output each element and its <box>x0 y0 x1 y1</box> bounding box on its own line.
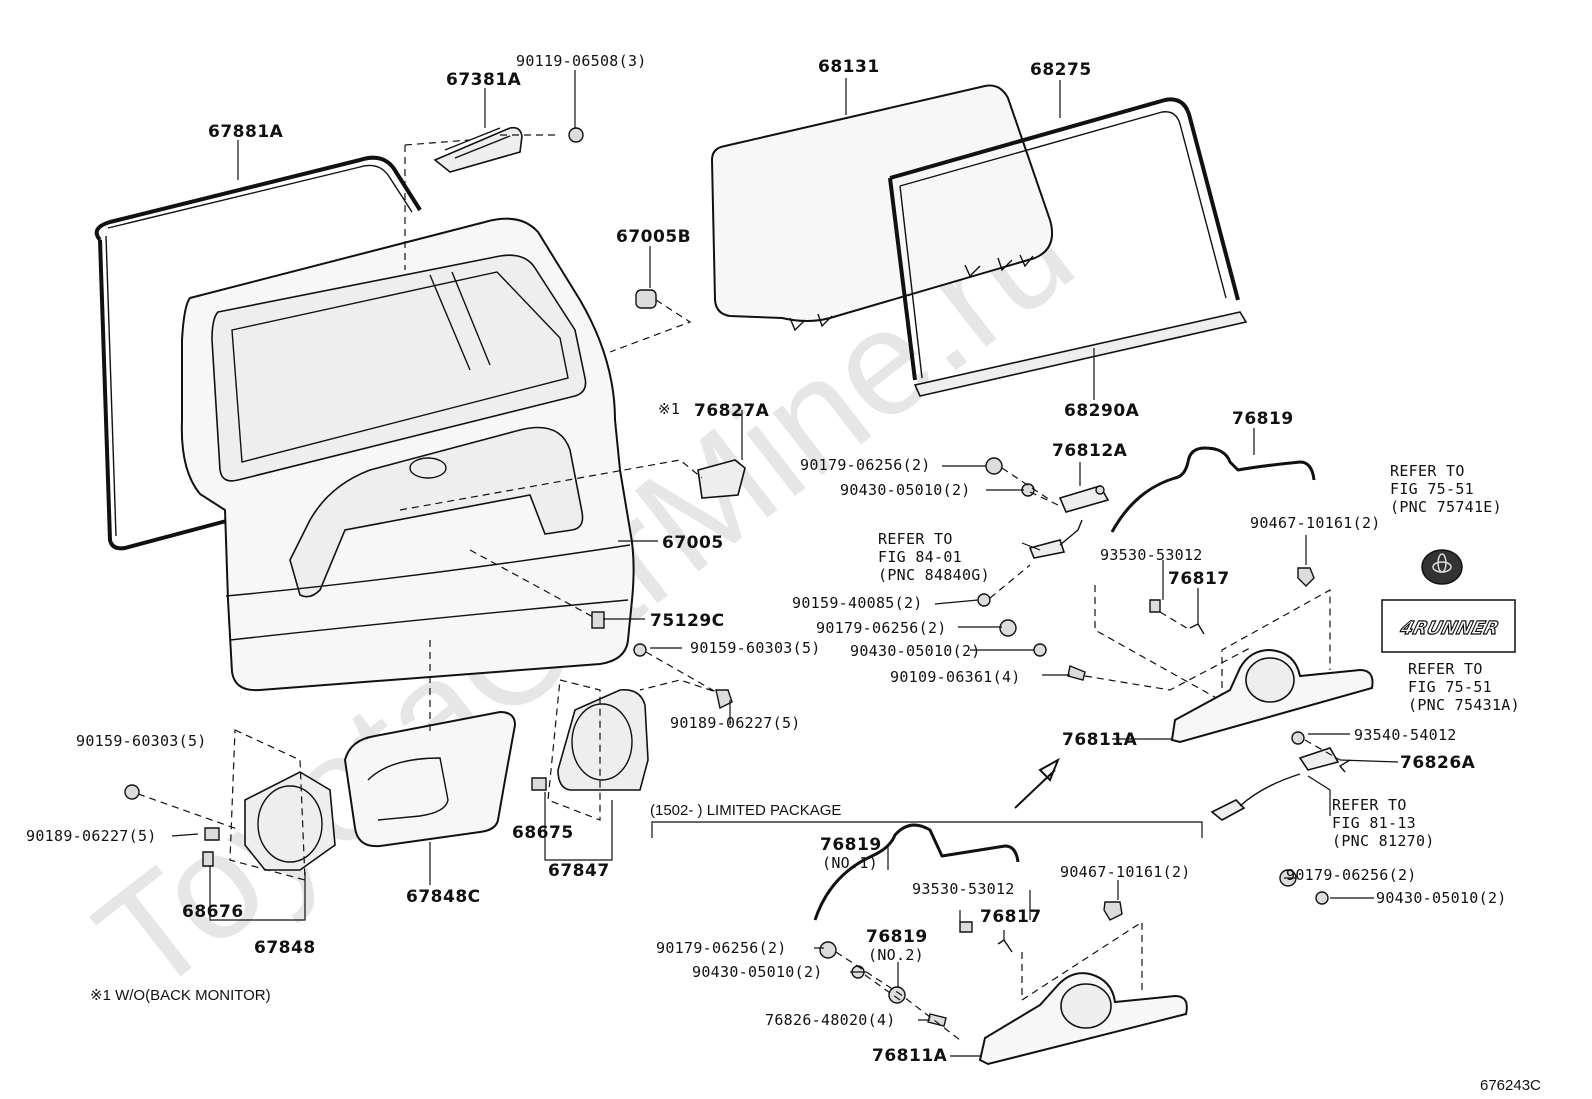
label-90189-a: 90189-06227(5) <box>670 714 801 732</box>
label-90159-60303-a: 90159-60303(5) <box>690 639 821 657</box>
toyota-emblem <box>1421 549 1463 585</box>
label-68676: 68676 <box>182 902 244 922</box>
molding-68275 <box>888 97 1240 381</box>
refer-7551a-2: FIG 75-51 <box>1390 480 1474 498</box>
label-76812a: 76812A <box>1052 441 1128 461</box>
refer-7551a-1: REFER TO <box>1390 462 1465 480</box>
footnote: ※1 W/O(BACK MONITOR) <box>90 987 271 1004</box>
refer-7551a-3: (PNC 75741E) <box>1390 498 1502 516</box>
refer-7551b-2: FIG 75-51 <box>1408 678 1492 696</box>
hinge-67381a <box>433 126 584 173</box>
label-76817-a: 76817 <box>1168 569 1230 589</box>
label-90430-b: 90430-05010(2) <box>850 642 981 660</box>
refer-7551b-1: REFER TO <box>1408 660 1483 678</box>
label-67848: 67848 <box>254 938 316 958</box>
figure-code: 676243C <box>1480 1077 1541 1094</box>
label-90159-60303-b: 90159-60303(5) <box>76 732 207 750</box>
label-76811a-b: 76811A <box>872 1046 948 1066</box>
label-67848c: 67848C <box>406 887 481 907</box>
label-76819-no2-sub: (NO.2) <box>868 946 924 964</box>
label-90467-b: 90467-10161(2) <box>1060 863 1191 881</box>
label-76827a: 76827A <box>694 401 770 421</box>
label-90179-c: 90179-06256(2) <box>1286 866 1417 884</box>
label-90430-c: 90430-05010(2) <box>1376 889 1507 907</box>
camera-76812a <box>1028 485 1110 559</box>
label-90467-a: 90467-10161(2) <box>1250 514 1381 532</box>
label-90430-d: 90430-05010(2) <box>692 963 823 981</box>
label-90179-b: 90179-06256(2) <box>816 619 947 637</box>
label-90179-d: 90179-06256(2) <box>656 939 787 957</box>
label-93530-a: 93530-53012 <box>1100 546 1203 564</box>
garnish-76811a-top <box>1170 648 1374 744</box>
label-90119: 90119-06508(3) <box>516 52 647 70</box>
label-93540: 93540-54012 <box>1354 726 1457 744</box>
trim-67848c <box>343 710 517 848</box>
wire-76819-top <box>1110 446 1316 533</box>
refer-7551b-3: (PNC 75431A) <box>1408 696 1520 714</box>
refer-8113-2: FIG 81-13 <box>1332 814 1416 832</box>
label-90109: 90109-06361(4) <box>890 668 1021 686</box>
bracket-67847 <box>557 688 649 791</box>
refer-8113-1: REFER TO <box>1332 796 1407 814</box>
label-67005: 67005 <box>662 533 724 553</box>
label-76819-no1: 76819 <box>820 835 882 855</box>
stopper-67005b <box>635 289 657 309</box>
label-76819-top: 76819 <box>1232 409 1294 429</box>
label-68275: 68275 <box>1030 60 1092 80</box>
weatherstrip-67881a <box>94 155 422 551</box>
label-76826-48020: 76826-48020(4) <box>765 1011 896 1029</box>
label-90189-b: 90189-06227(5) <box>26 827 157 845</box>
refer-84-1: REFER TO <box>878 530 953 548</box>
refer-8113-3: (PNC 81270) <box>1332 832 1435 850</box>
label-67881a: 67881A <box>208 122 284 142</box>
label-76817-b: 76817 <box>980 907 1042 927</box>
label-75129c: 75129C <box>650 611 725 631</box>
bracket-67848 <box>244 771 336 871</box>
label-76826a: 76826A <box>1400 753 1476 773</box>
label-90159-40085: 90159-40085(2) <box>792 594 923 612</box>
label-67005b: 67005B <box>616 227 691 247</box>
switch-76827a <box>697 459 746 499</box>
label-76811a-a: 76811A <box>1062 730 1138 750</box>
connector-76826a <box>1210 731 1351 821</box>
label-67381a: 67381A <box>446 70 522 90</box>
label-90179-a: 90179-06256(2) <box>800 456 931 474</box>
label-68675: 68675 <box>512 823 574 843</box>
label-93530-b: 93530-53012 <box>912 880 1015 898</box>
package-note: (1502- ) LIMITED PACKAGE <box>650 802 841 819</box>
garnish-76811a-lower <box>978 972 1188 1066</box>
svg-text:4RUNNER: 4RUNNER <box>1397 618 1501 639</box>
clip-75129c <box>591 611 605 629</box>
wire-76819-no1 <box>813 823 1020 921</box>
4runner-emblem: 4RUNNER <box>1381 599 1516 653</box>
label-76819-no1-sub: (NO.1) <box>822 854 878 872</box>
refer-84-2: FIG 84-01 <box>878 548 962 566</box>
label-90430-a: 90430-05010(2) <box>840 481 971 499</box>
strip-68290a <box>913 311 1248 397</box>
refer-84-3: (PNC 84840G) <box>878 566 990 584</box>
label-67847: 67847 <box>548 861 610 881</box>
label-68290a: 68290A <box>1064 401 1140 421</box>
label-76827a-mark: ※1 <box>658 400 680 418</box>
back-door-panel-67005 <box>180 217 635 692</box>
glass-68131 <box>710 84 1054 332</box>
label-76819-no2: 76819 <box>866 927 928 947</box>
label-68131: 68131 <box>818 57 880 77</box>
